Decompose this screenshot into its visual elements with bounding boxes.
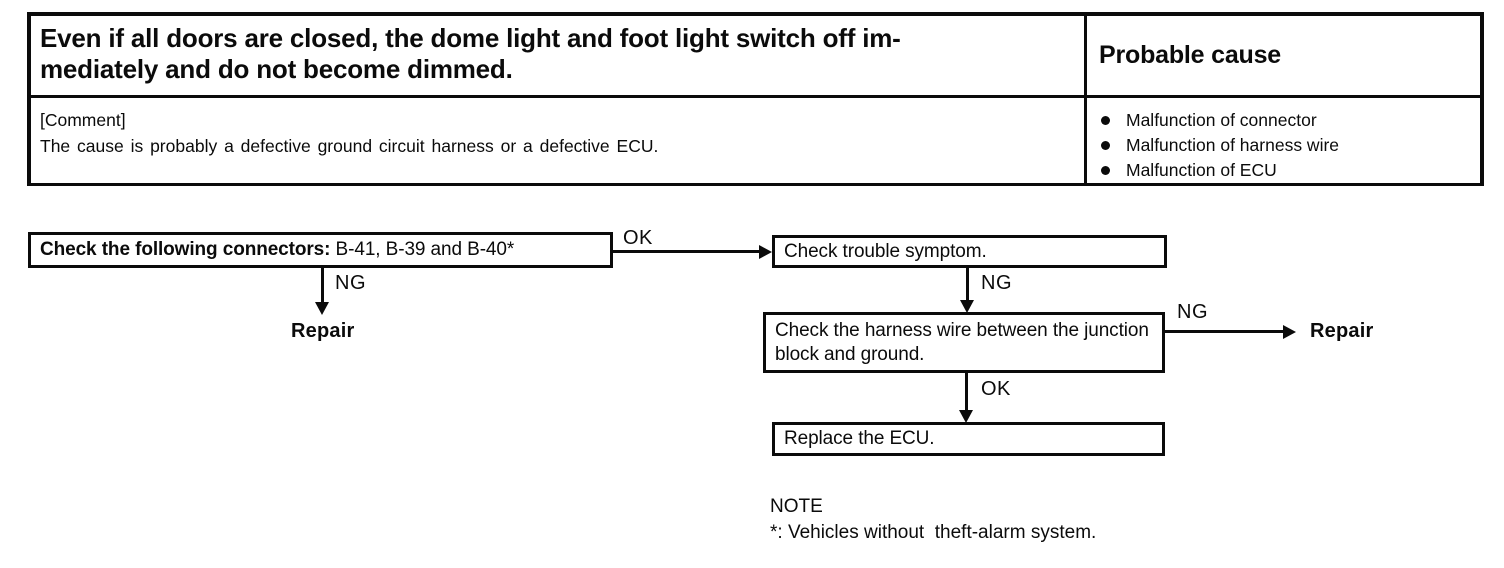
- ng-label-1: NG: [335, 272, 366, 294]
- ok-arrow-2-line: [965, 373, 968, 410]
- note: NOTE *: Vehicles without theft-alarm sys…: [770, 494, 1096, 546]
- symptom-title-line2: mediately and do not become dimmed.: [40, 54, 513, 84]
- ng-label-3: NG: [1177, 301, 1208, 323]
- symptom-table: Even if all doors are closed, the dome l…: [27, 12, 1484, 186]
- ng-arrow-3-line: [1165, 330, 1283, 333]
- comment-cell: [Comment] The cause is probably a defect…: [31, 98, 1087, 183]
- symptom-title: Even if all doors are closed, the dome l…: [40, 23, 1074, 85]
- note-title: NOTE: [770, 496, 823, 517]
- step1-box: Check the following connectors: B-41, B-…: [28, 232, 613, 268]
- ng-arrow-1-line: [321, 268, 324, 302]
- step2-box: Check trouble symptom.: [772, 235, 1167, 268]
- cause-item: Malfunction of harness wire: [1099, 133, 1472, 158]
- ok-arrow-1-head-icon: [759, 245, 772, 259]
- ok-arrow-1-line: [613, 250, 759, 253]
- cause-item: Malfunction of connector: [1099, 108, 1472, 133]
- ng-arrow-3-head-icon: [1283, 325, 1296, 339]
- step2-text: Check trouble symptom.: [784, 240, 987, 262]
- repair-result-left: Repair: [291, 320, 355, 342]
- ng-arrow-2-head-icon: [960, 300, 974, 313]
- ok-label-2: OK: [981, 378, 1011, 400]
- cause-label: Malfunction of connector: [1126, 110, 1317, 130]
- comment-text: The cause is probably a defective ground…: [40, 136, 659, 156]
- ng-arrow-1-head-icon: [315, 302, 329, 315]
- bullet-icon: [1101, 166, 1110, 175]
- repair-result-right: Repair: [1310, 320, 1374, 342]
- ng-arrow-2-line: [966, 268, 969, 300]
- note-text: *: Vehicles without theft-alarm system.: [770, 522, 1097, 543]
- step1-text: Check the following connectors: B-41, B-…: [40, 238, 514, 262]
- step1-text-rest: B-41, B-39 and B-40*: [330, 239, 515, 260]
- step4-box: Replace the ECU.: [772, 422, 1165, 456]
- bullet-icon: [1101, 116, 1110, 125]
- ok-label-1: OK: [623, 227, 653, 249]
- ok-arrow-2-head-icon: [959, 410, 973, 423]
- symptom-cell: Even if all doors are closed, the dome l…: [31, 16, 1087, 98]
- causes-list: Malfunction of connector Malfunction of …: [1087, 98, 1480, 183]
- cause-item: Malfunction of ECU: [1099, 158, 1472, 183]
- bullet-icon: [1101, 141, 1110, 150]
- cause-label: Malfunction of harness wire: [1126, 135, 1340, 155]
- step4-text: Replace the ECU.: [784, 428, 935, 449]
- comment-label: [Comment]: [40, 110, 126, 130]
- probable-cause-header: Probable cause: [1099, 41, 1282, 69]
- probable-cause-header-cell: Probable cause: [1087, 16, 1480, 98]
- step3-text: Check the harness wire between the junct…: [775, 319, 1149, 365]
- step1-text-bold: Check the following connectors:: [40, 239, 331, 260]
- cause-label: Malfunction of ECU: [1126, 160, 1277, 180]
- ng-label-2: NG: [981, 272, 1012, 294]
- step3-box: Check the harness wire between the junct…: [763, 312, 1165, 373]
- symptom-title-line1: Even if all doors are closed, the dome l…: [40, 23, 901, 53]
